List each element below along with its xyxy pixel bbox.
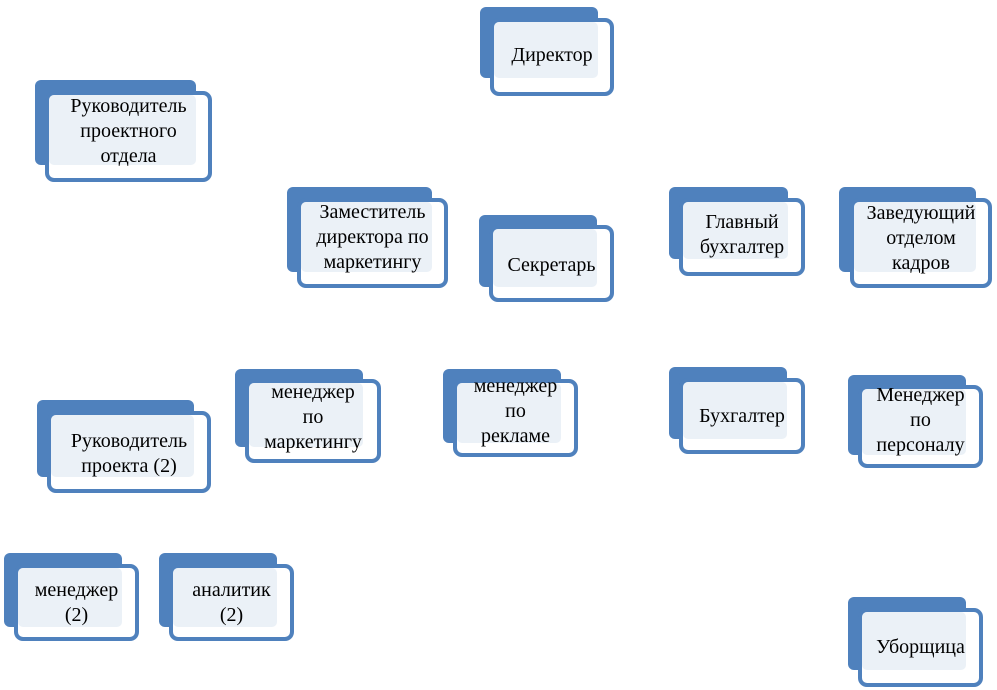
node-label: Директор <box>511 43 593 66</box>
node-label: Уборщица <box>876 636 965 658</box>
node-card-tint <box>493 229 597 287</box>
node-card-tint <box>457 383 561 443</box>
node-card-tint <box>683 382 787 439</box>
node-card-tint <box>683 202 788 259</box>
node-card-tint <box>18 568 122 627</box>
node-label: Бухгалтер <box>699 404 785 427</box>
node-label: Главный бухгалтер <box>699 211 785 258</box>
node-card-tint <box>173 568 277 627</box>
node-card-tint <box>862 612 966 670</box>
node-label: Руководитель проектного отдела <box>70 95 187 167</box>
node-card-tint <box>494 22 598 78</box>
node-card-tint <box>862 389 966 455</box>
node-card-tint <box>49 95 196 165</box>
node-card-tint <box>854 202 976 272</box>
node-label: аналитик (2) <box>192 578 271 626</box>
node-card-tint <box>301 202 432 272</box>
node-card-tint <box>249 383 363 447</box>
node-label: Менеджер по персоналу <box>876 384 965 456</box>
node-label: Заведующий отделом кадров <box>866 201 976 274</box>
node-label: менеджер по рекламе <box>473 374 558 447</box>
node-label: менеджер (2) <box>34 578 119 626</box>
node-label: менеджер по маркетингу <box>264 380 362 453</box>
node-card-tint <box>51 415 194 477</box>
node-label: Заместитель директора по маркетингу <box>316 200 429 273</box>
node-label: Секретарь <box>507 254 596 276</box>
node-label: Руководитель проекта (2) <box>70 430 188 477</box>
